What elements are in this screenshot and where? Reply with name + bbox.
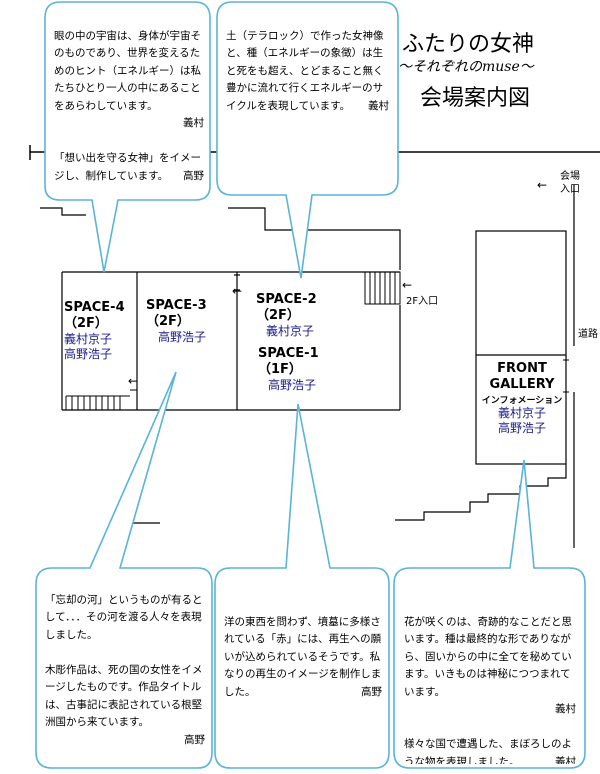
space-4: SPACE-4 （2F） 義村京子 高野浩子 — [64, 300, 136, 362]
note-signature: 高野 — [361, 686, 382, 698]
note-text: 洋の東西を問わず、墳墓に多様されている「赤」には、再生への願いが込められているそ… — [224, 615, 382, 698]
entrance-2f-arrow-icon: ← — [402, 278, 413, 292]
space-4-artist: 高野浩子 — [64, 347, 113, 361]
note-signature: 義村 — [368, 100, 389, 112]
space-3-floor: （2F） — [146, 314, 190, 329]
note-top-left: 眼の中の宇宙は、身体が宇宙そのものであり、世界を変えるためのヒント（エネルギー）… — [54, 10, 204, 196]
note-signature: 義村 — [183, 117, 204, 129]
exhibition-title: ふたりの女神 — [402, 32, 535, 57]
note-top-center: 土（テラロック）で作った女神像と、種（エネルギーの象徴）は生と死をも超え、とどま… — [226, 10, 389, 190]
space-2-name: SPACE-2 — [256, 292, 317, 307]
space-3-name: SPACE-3 — [146, 298, 207, 313]
space-2-floor: （2F） — [256, 308, 300, 323]
note-text: 「忘却の河」というものが有るとして．．．その河を渡る人々を表現しました。 — [45, 593, 203, 641]
entrance-arrow-icon: ← — [537, 178, 548, 192]
note-bottom-right: 花が咲くのは、奇跡的なことだと思います。種は最終的な形でありながら、固いからの中… — [404, 596, 576, 765]
note-bottom-center: 洋の東西を問わず、墳墓に多様されている「赤」には、再生への願いが込められているそ… — [224, 596, 382, 756]
note-text: 花が咲くのは、奇跡的なことだと思います。種は最終的な形でありながら、固いからの中… — [404, 615, 572, 698]
exhibition-subtitle: 〜それぞれのmuse〜 — [398, 59, 534, 75]
note-bottom-left: 「忘却の河」というものが有るとして．．．その河を渡る人々を表現しました。 木彫作… — [45, 574, 205, 764]
note-text: 木彫作品は、死の国の女性をイメージしたものです。作品タイトルは、古事記に表記され… — [45, 663, 203, 729]
space-4-floor: （2F） — [64, 316, 108, 331]
space-2-artist: 義村京子 — [266, 324, 315, 338]
space-1-name: SPACE-1 — [258, 346, 319, 361]
space-3-artist: 高野浩子 — [158, 330, 207, 344]
note-text: 土（テラロック）で作った女神像と、種（エネルギーの象徴）は生と死をも超え、とどま… — [226, 29, 384, 112]
space-2: SPACE-2 （2F） 義村京子 — [256, 292, 356, 339]
space-4-name: SPACE-4 — [64, 300, 125, 315]
information-label: インフォメーション — [481, 396, 563, 406]
note-signature: 高野 — [183, 170, 204, 182]
entrance-label-2: 入口 — [560, 184, 580, 195]
front-gallery: FRONT GALLERY インフォメーション 義村京子 高野浩子 — [480, 361, 564, 436]
space-4-artist: 義村京子 — [64, 332, 113, 346]
front-gallery-artist: 高野浩子 — [497, 421, 546, 435]
front-gallery-artist: 義村京子 — [497, 406, 546, 420]
map-heading: 会場案内図 — [420, 86, 531, 111]
note-text: 「想い出を守る女神」をイメージし、制作しています。 — [54, 152, 201, 182]
space-1: SPACE-1 （1F） 高野浩子 — [258, 346, 358, 393]
note-signature: 高野 — [184, 733, 205, 746]
entrance-2f-label: 2F入口 — [406, 296, 439, 307]
space-1-floor: （1F） — [258, 362, 302, 377]
entrance-label: 会場 入口 — [560, 170, 580, 196]
note-text: 眼の中の宇宙は、身体が宇宙そのものであり、世界を変えるためのヒント（エネルギー）… — [54, 29, 201, 112]
road-label: 道路 — [578, 329, 598, 340]
note-signature: 義村 — [555, 756, 576, 764]
note-text: 様々な国で遭遇した、まぼろしのような物を表現しました。 — [404, 738, 572, 764]
front-gallery-name-1: FRONT — [497, 361, 547, 376]
arrow-left-icon: ← — [128, 374, 139, 388]
space-1-artist: 高野浩子 — [268, 378, 317, 392]
front-gallery-name-2: GALLERY — [489, 377, 555, 392]
space-3: SPACE-3 （2F） 高野浩子 — [146, 298, 236, 345]
arrow-left-icon: ← — [232, 284, 243, 298]
note-signature: 義村 — [555, 703, 576, 715]
entrance-label-1: 会場 — [560, 171, 580, 182]
